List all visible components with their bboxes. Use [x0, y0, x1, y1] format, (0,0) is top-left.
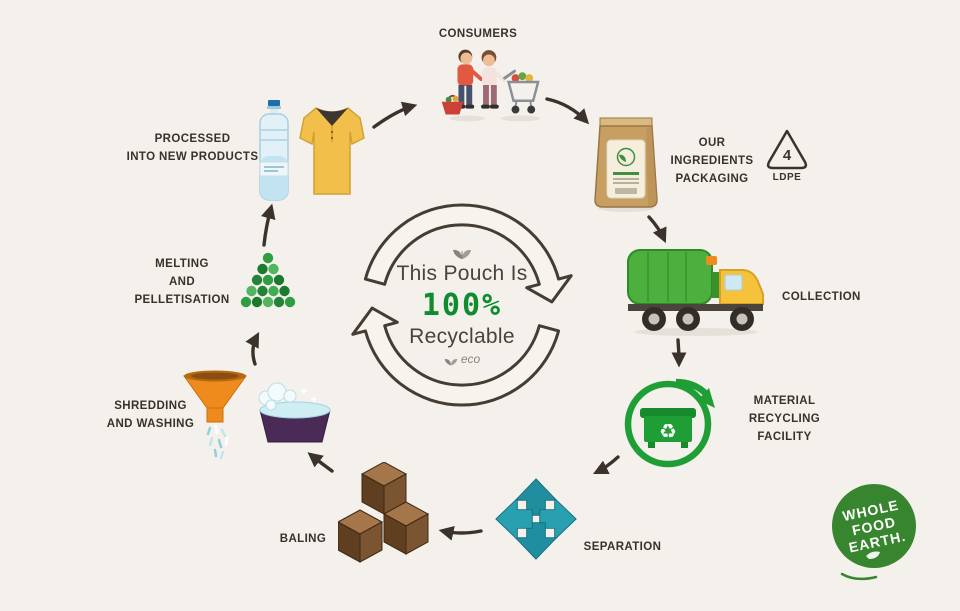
arrow-collection-to-mrf	[671, 338, 687, 368]
eco-label-bottom: eco	[444, 352, 480, 366]
label-shredding: SHREDDING AND WASHING	[106, 400, 195, 430]
label-melting: MELTING AND PELLETISATION	[134, 258, 230, 306]
label-products: PROCESSED INTO NEW PRODUCTS	[126, 133, 259, 163]
garbage-truck-icon	[627, 249, 764, 336]
circular-arrows-icon	[351, 203, 573, 407]
baling-cubes-icon	[338, 462, 429, 563]
label-collection: COLLECTION	[782, 291, 861, 303]
center-line1: This Pouch Is	[396, 261, 528, 285]
ldpe-number: 4	[783, 147, 792, 164]
eco-leaf-icon-top	[453, 249, 471, 259]
center-percent: 100%	[421, 287, 503, 323]
arrow-separation-to-baling	[438, 525, 483, 541]
label-separation: SEPARATION	[583, 541, 662, 553]
polo-shirt-icon	[299, 107, 365, 195]
separation-icon	[495, 478, 577, 560]
eco-word: eco	[460, 351, 481, 366]
shredding-washing-icon	[183, 370, 331, 460]
arrow-shredding-to-melting	[245, 332, 260, 366]
center-text: This Pouch Is 100% Recyclable eco	[347, 190, 577, 420]
arrow-packaging-to-collection	[647, 215, 667, 244]
arrow-baling-to-shredding	[307, 452, 334, 473]
water-bottle-icon	[259, 100, 289, 201]
pouch-icon	[594, 117, 658, 212]
material-recycling-facility-icon: ♻	[624, 378, 715, 468]
shreds	[206, 424, 229, 460]
whole-food-earth-logo: WHOLE FOOD EARTH.	[832, 484, 916, 581]
center-badge: This Pouch Is 100% Recyclable eco	[347, 190, 577, 420]
arrow-consumers-to-packaging	[545, 97, 590, 125]
arrow-products-to-consumers	[372, 101, 418, 129]
label-consumers: CONSUMERS	[438, 28, 518, 40]
eco-leaf-icon-bottom	[444, 358, 458, 365]
label-mrf: MATERIAL RECYCLING FACILITY	[748, 395, 821, 443]
arrow-mrf-to-separation	[592, 455, 620, 475]
recycle-symbol-glyph: ♻	[659, 419, 677, 443]
pellets-icon	[240, 252, 296, 308]
arrow-melting-to-products	[260, 203, 276, 247]
label-packaging: OUR INGREDIENTS PACKAGING	[670, 137, 754, 185]
ldpe-recycling-symbol-icon: 4 LDPE	[766, 129, 808, 182]
label-baling: BALING	[279, 533, 327, 545]
center-line3: Recyclable	[409, 324, 515, 348]
consumers-icon	[441, 49, 541, 122]
new-products-icon	[259, 100, 365, 201]
ldpe-code: LDPE	[773, 172, 802, 182]
logo-leaf-icon	[866, 551, 880, 559]
